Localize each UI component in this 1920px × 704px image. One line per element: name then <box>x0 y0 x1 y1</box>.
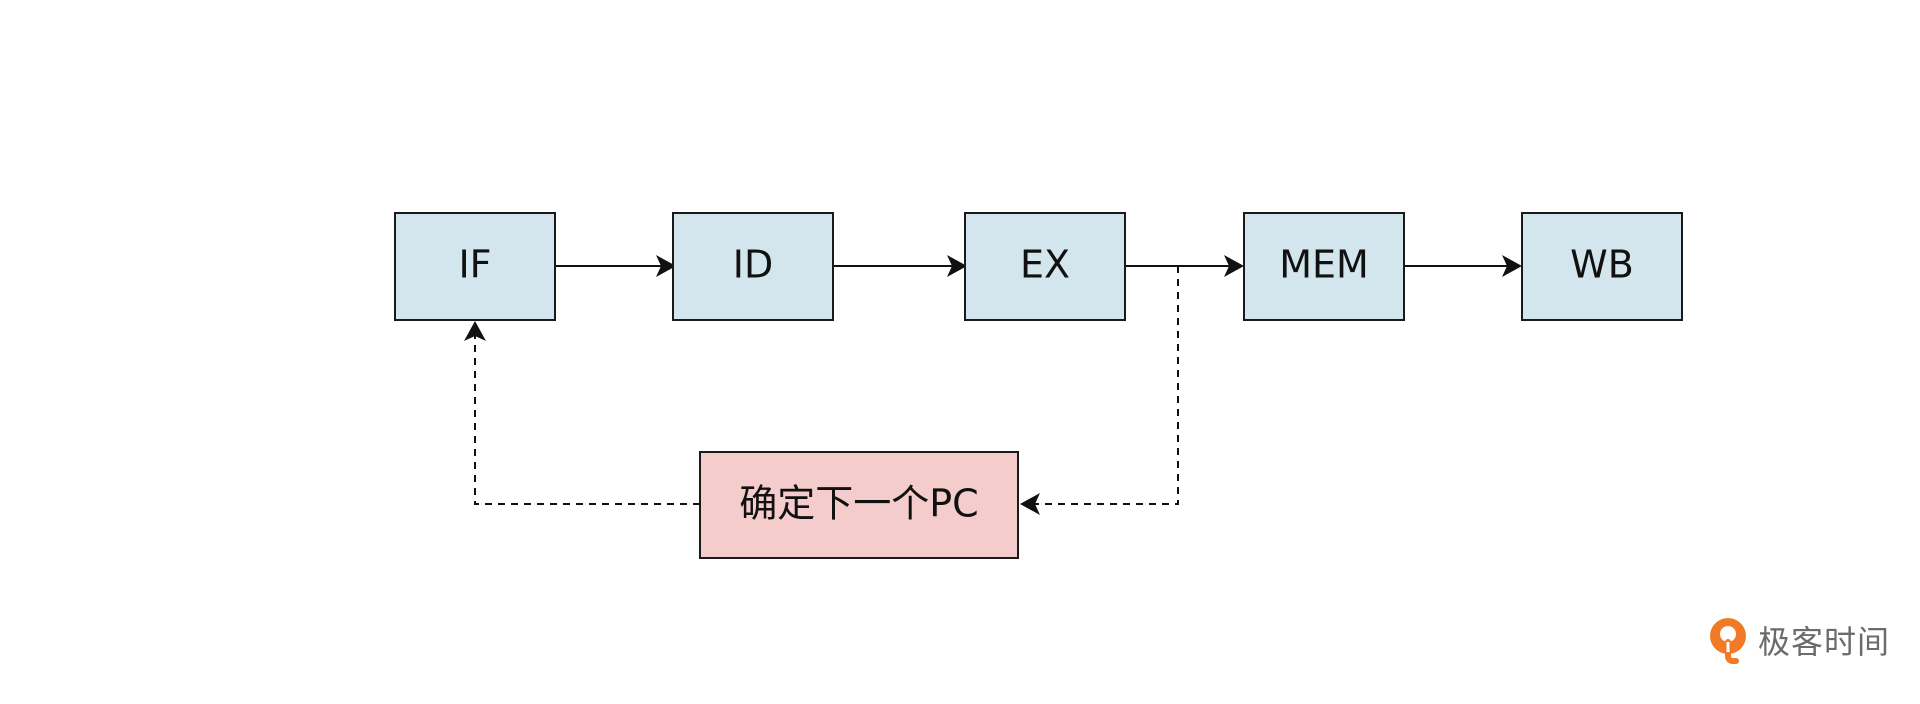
stage-mem: MEM <box>1243 212 1405 321</box>
stage-mem-box <box>1243 212 1405 321</box>
watermark: 极客时间 <box>1706 616 1890 664</box>
next-pc-node: 确定下一个PC <box>699 451 1019 559</box>
stage-id-label: ID <box>733 243 773 287</box>
arrow-if-id <box>656 255 676 277</box>
arrow-id-ex <box>947 255 967 277</box>
stage-if-box <box>394 212 556 321</box>
stage-id-box <box>672 212 834 321</box>
stage-wb: WB <box>1521 212 1683 321</box>
stage-wb-box <box>1521 212 1683 321</box>
stage-id: ID <box>672 212 834 321</box>
next-pc-box <box>699 451 1019 559</box>
geektime-logo-icon <box>1709 618 1746 664</box>
stage-ex-box <box>964 212 1126 321</box>
arrow-nextpc-if <box>464 321 486 341</box>
stage-ex: EX <box>964 212 1126 321</box>
stage-mem-label: MEM <box>1279 243 1369 287</box>
stage-wb-label: WB <box>1570 243 1634 287</box>
watermark-text: 极客时间 <box>1757 623 1890 661</box>
stage-if: IF <box>394 212 556 321</box>
arrow-mem-wb <box>1502 255 1522 277</box>
next-pc-label: 确定下一个PC <box>739 482 978 526</box>
stage-if-label: IF <box>458 243 491 287</box>
edge-ex-nextpc <box>1034 266 1179 505</box>
stage-ex-label: EX <box>1020 243 1070 287</box>
arrow-ex-mem <box>1224 255 1244 277</box>
arrow-ex-nextpc <box>1020 493 1040 515</box>
edge-nextpc-if <box>474 336 700 505</box>
feedback-edges <box>464 266 1179 515</box>
